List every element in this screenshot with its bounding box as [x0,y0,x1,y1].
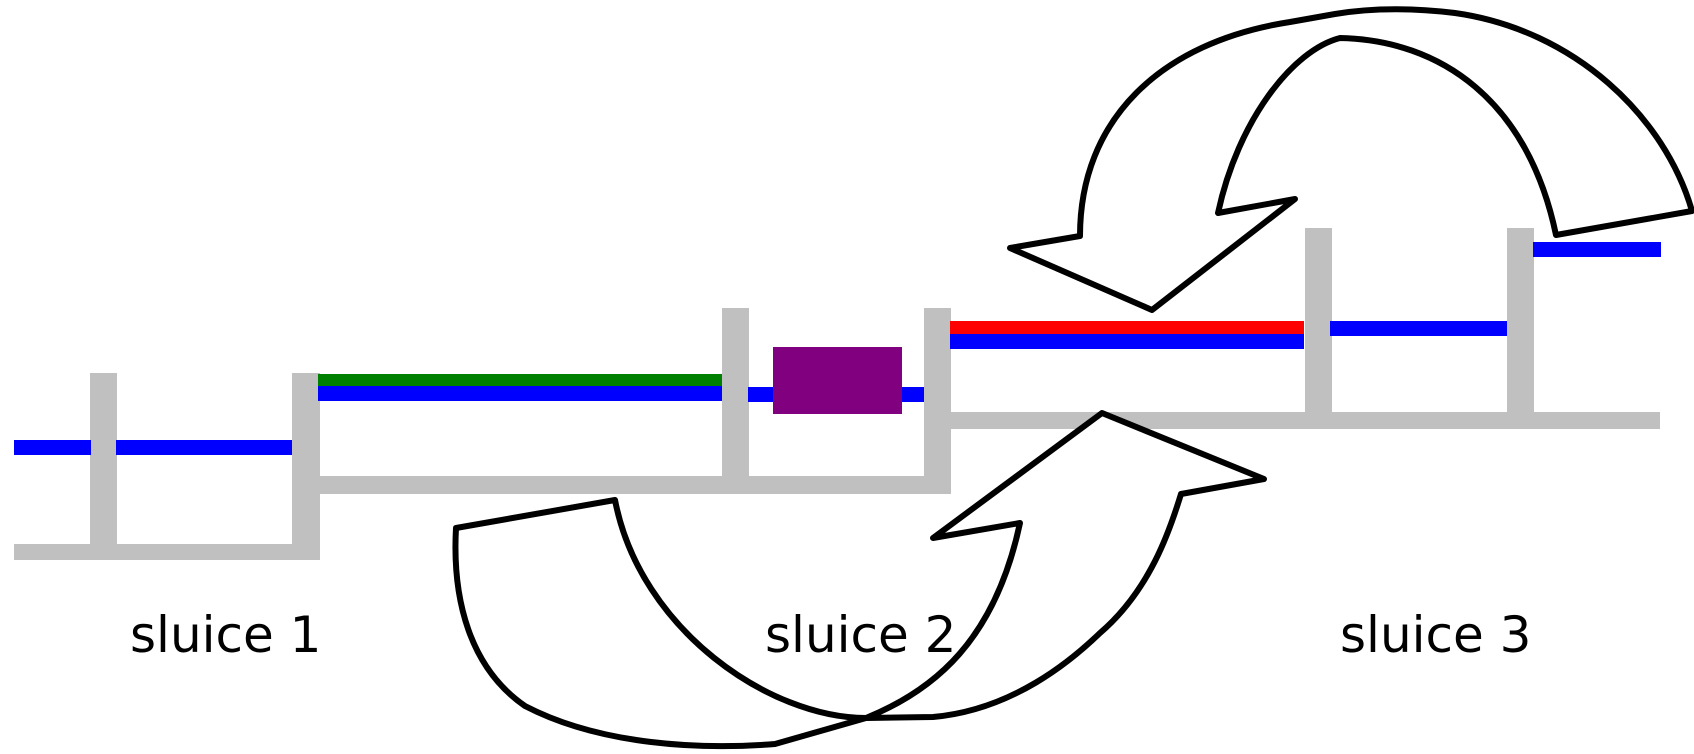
wall-sluice-3-right [1507,228,1534,412]
water-line-sluice-3-b [1330,321,1507,336]
red-level-line [950,321,1304,334]
floor-sluice-2 [292,476,951,494]
arrow-bottom-icon [452,410,1267,750]
green-level-line [318,374,722,386]
wall-sluice-2-right [924,308,951,494]
water-line-sluice-1-right [116,440,292,455]
wall-sluice-1-left [90,373,117,548]
arrow-top-icon [1007,6,1694,313]
floor-sluice-3 [924,412,1660,429]
floor-sluice-1 [14,544,320,560]
transfer-arrows [452,6,1694,750]
water-line-sluice-1-left [14,440,91,455]
wall-sluice-3-left [1305,228,1332,412]
label-sluice-2: sluice 2 [765,606,956,664]
label-sluice-3: sluice 3 [1340,606,1531,664]
water-line-sluice-3-a [950,334,1304,349]
sluice-labels: sluice 1 sluice 2 sluice 3 [130,606,1531,664]
boat [773,347,902,414]
label-sluice-1: sluice 1 [130,606,321,664]
water-line-sluice-3-c [1533,242,1661,257]
wall-sluice-2-left [722,308,749,485]
wall-sluice-1-right [292,373,320,560]
water-line-sluice-2-left [318,386,722,401]
